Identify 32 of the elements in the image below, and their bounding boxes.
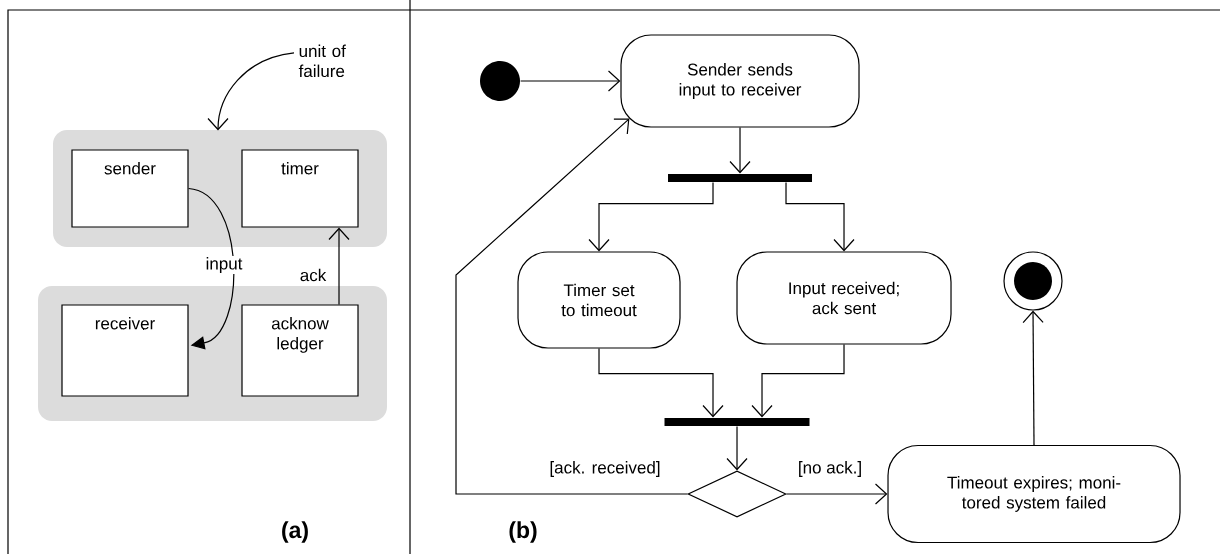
arrow	[588, 182, 714, 252]
arrow	[520, 70, 621, 92]
action-box: Input received; ack sent	[736, 251, 952, 345]
annotation-text: unit of failure	[298, 44, 346, 78]
curved-arrow	[188, 187, 235, 350]
component-box: timer	[241, 149, 359, 228]
edge-label: input	[204, 256, 244, 274]
edge-label: [no ack.]	[796, 460, 864, 478]
action-box: Timeout expires; moni- tored system failed	[887, 444, 1181, 544]
edge-label: [ack. received]	[548, 460, 662, 478]
sync-bar	[664, 418, 810, 426]
component-box: acknow ledger	[241, 304, 359, 397]
arrow	[726, 426, 748, 471]
sync-bar	[668, 174, 812, 182]
arrow	[328, 227, 350, 305]
arrow	[1022, 310, 1044, 446]
edge-label: ack	[298, 267, 328, 283]
arrow	[751, 344, 845, 418]
arrow	[598, 348, 724, 418]
arrow	[786, 483, 888, 505]
final-node	[1003, 251, 1063, 311]
panel-label: (a)	[282, 521, 308, 543]
arrow	[729, 127, 751, 174]
panel-label: (b)	[509, 521, 537, 543]
curved-arrow	[207, 52, 295, 131]
arrow	[455, 118, 688, 495]
arrow	[785, 182, 855, 252]
action-box: Timer set to timeout	[517, 251, 681, 349]
action-box: Sender sends input to receiver	[620, 34, 860, 128]
component-box: receiver	[61, 304, 189, 397]
initial-node	[480, 61, 520, 101]
component-box: sender	[71, 149, 189, 228]
